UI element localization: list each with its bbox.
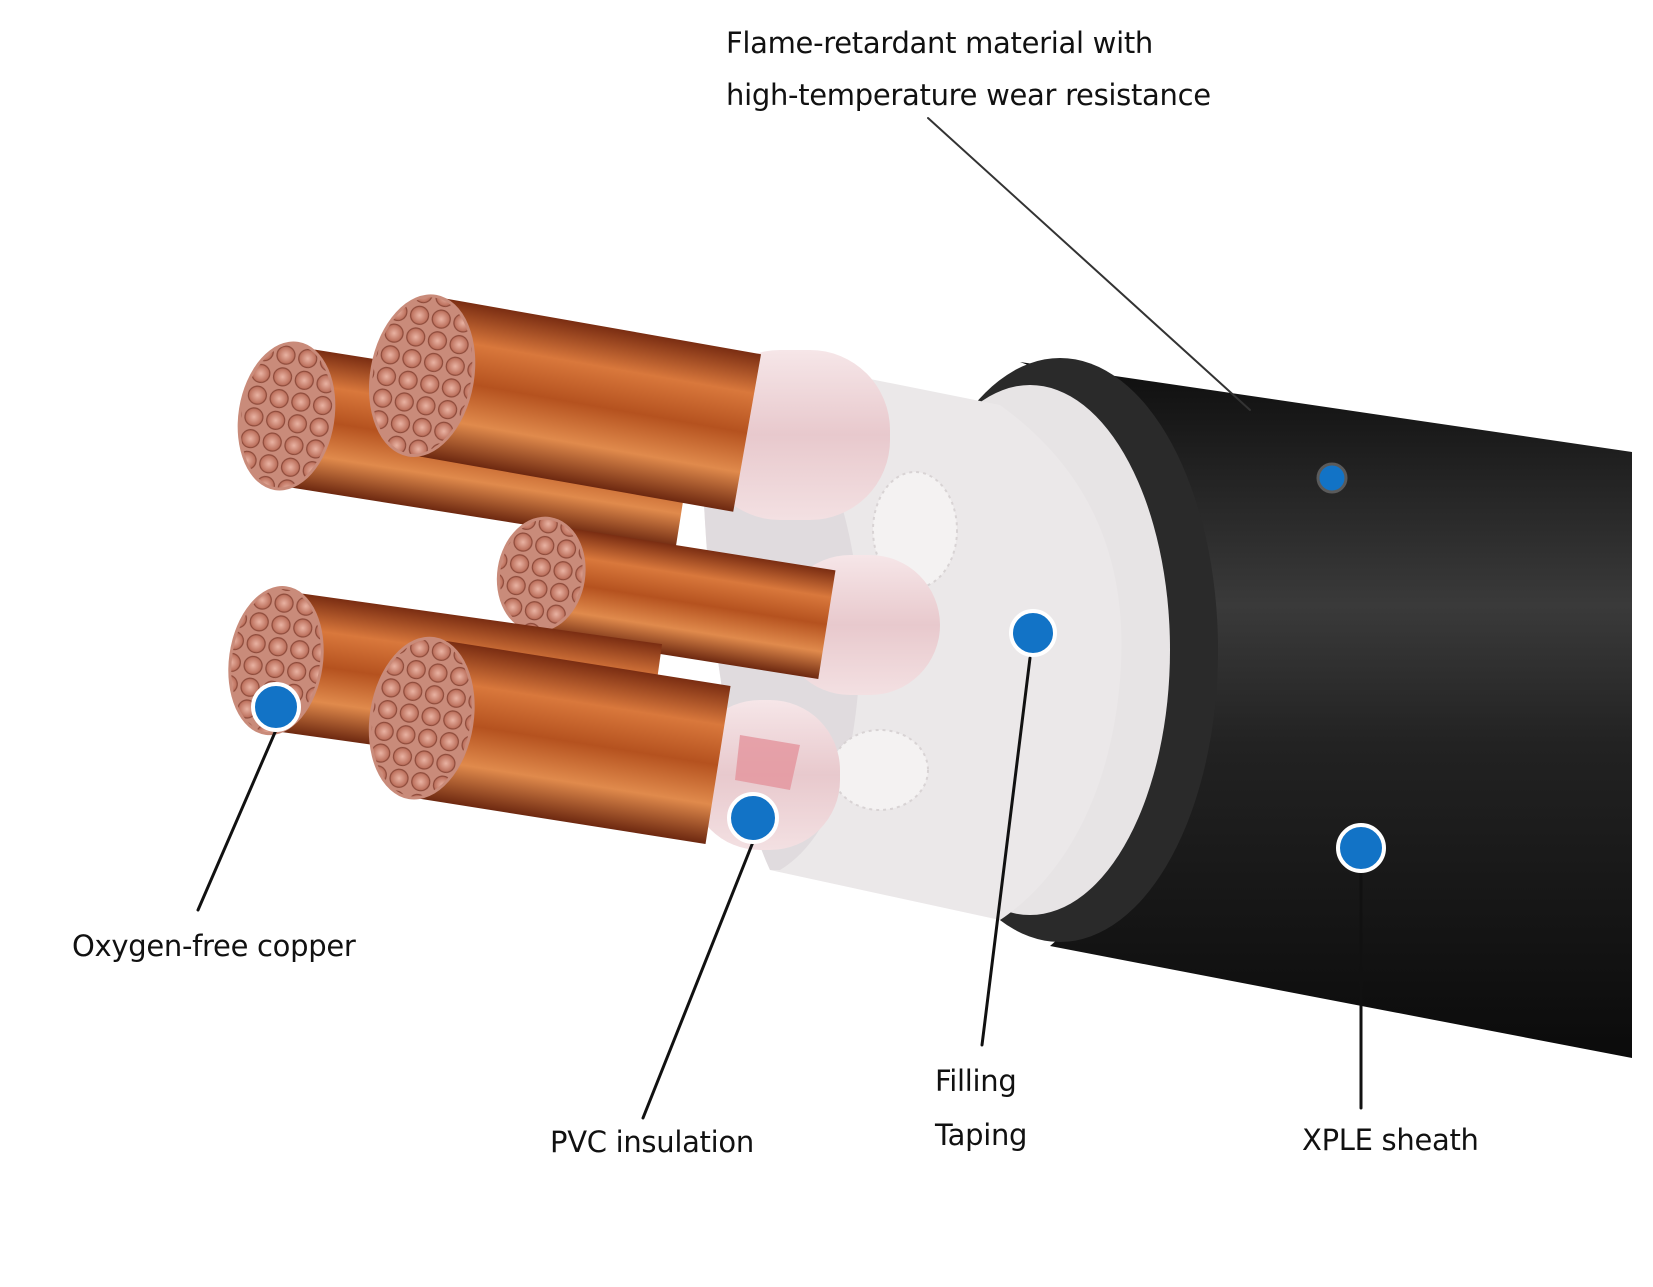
markers [251,462,1386,873]
label-xple: XPLE sheath [1302,1123,1479,1157]
conductor-strands [371,639,472,797]
filling-layer [831,471,958,811]
leader-line-pvc [641,840,755,1120]
filling-tuft-2 [831,729,929,811]
label-taping: Taping [935,1118,1028,1152]
conductor-strands [371,297,473,454]
leader-lines [196,117,1363,1120]
marker-copper [251,682,301,732]
leader-line-flame [927,117,1251,411]
conductor-bottom-right [368,636,731,845]
label-flame-line2: high-temperature wear resistance [726,78,1211,112]
conductor-body [399,637,731,845]
marker-filling [1009,609,1057,657]
label-filling: Filling [935,1064,1017,1098]
marker-pvc [727,792,779,844]
leader-line-copper [196,728,278,912]
insulation-red-stripe [735,735,800,790]
conductor-strands [240,344,333,488]
conductor-body [398,295,762,512]
conductor-strands [499,519,583,630]
label-pvc: PVC insulation [550,1125,754,1159]
label-copper: Oxygen-free copper [72,929,356,963]
marker-flame [1316,462,1348,494]
conductor-top-right [368,294,762,512]
marker-xple [1336,823,1386,873]
label-flame-line1: Flame-retardant material with [726,26,1153,60]
leader-line-filling [980,656,1032,1047]
